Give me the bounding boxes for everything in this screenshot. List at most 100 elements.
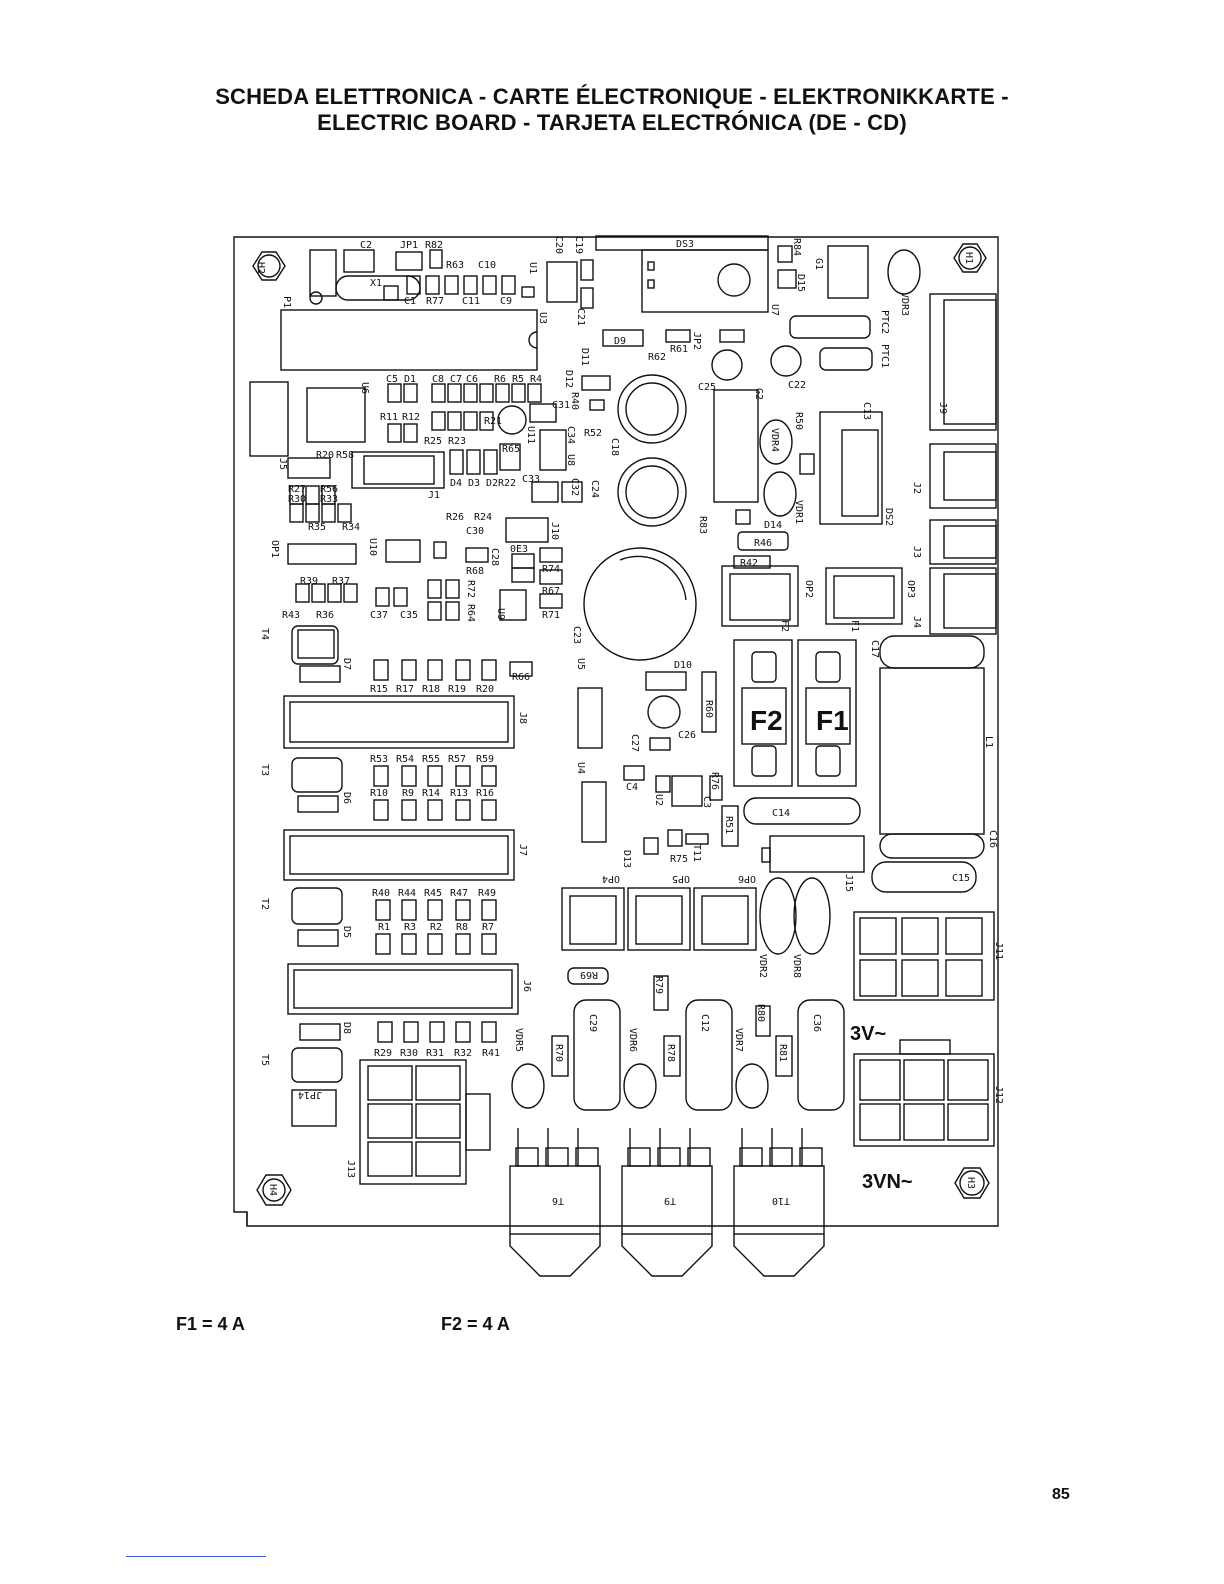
label-r70: R70 — [553, 1044, 564, 1062]
transistor-t10 — [733, 1128, 825, 1277]
label-r77: R77 — [426, 296, 444, 307]
label-r17: R17 — [396, 684, 414, 695]
label-j6: J6 — [521, 980, 532, 992]
label-r18: R18 — [422, 684, 440, 695]
label-op6: OP6 — [738, 873, 756, 884]
label-f1-small: F1 — [849, 620, 860, 632]
label-c11: C11 — [462, 296, 480, 307]
label-c19: C19 — [573, 236, 584, 254]
label-r79: R79 — [653, 976, 664, 994]
label-u2: U2 — [653, 794, 664, 806]
label-d8: D8 — [341, 1022, 352, 1034]
label-r41: R41 — [482, 1048, 500, 1059]
label-r45: R45 — [424, 888, 442, 899]
label-h1: H1 — [963, 252, 974, 264]
label-r12: R12 — [402, 412, 420, 423]
label-r51: R51 — [723, 816, 734, 834]
label-d3: D3 — [468, 478, 480, 489]
label-j10: J10 — [549, 522, 560, 540]
label-c1: C1 — [404, 296, 416, 307]
label-r82: R82 — [425, 240, 443, 251]
label-t4: T4 — [259, 628, 270, 640]
label-d7: D7 — [341, 658, 352, 670]
label-c6: C6 — [466, 374, 478, 385]
label-r53: R53 — [370, 754, 388, 765]
label-r55: R55 — [422, 754, 440, 765]
label-r23: R23 — [448, 436, 466, 447]
label-r39: R39 — [300, 576, 318, 587]
label-t10: T10 — [772, 1195, 790, 1206]
label-c21: C21 — [575, 308, 586, 326]
label-u8: U8 — [565, 454, 576, 466]
label-r4: R4 — [530, 374, 542, 385]
label-c5: C5 — [386, 374, 398, 385]
mounting-hole-h3 — [954, 1167, 990, 1199]
label-op5: OP5 — [672, 873, 690, 884]
label-r64: R64 — [465, 604, 476, 622]
label-c9: C9 — [500, 296, 512, 307]
label-r42: R42 — [740, 558, 758, 569]
label-r8: R8 — [456, 922, 468, 933]
label-p1: P1 — [281, 296, 292, 308]
label-r25: R25 — [424, 436, 442, 447]
transistor-t6 — [509, 1128, 601, 1277]
label-c20: C20 — [553, 236, 564, 254]
label-d11: D11 — [579, 348, 590, 366]
label-j9: J9 — [937, 402, 948, 414]
label-vdr2: VDR2 — [757, 954, 768, 978]
label-u1: U1 — [527, 262, 538, 274]
label-t2: T2 — [259, 898, 270, 910]
fuse-label-f1: F1 — [816, 705, 849, 736]
label-d13: D13 — [621, 850, 632, 868]
label-r29: R29 — [374, 1048, 392, 1059]
label-j13: J13 — [345, 1160, 356, 1178]
label-u3: U3 — [537, 312, 548, 324]
label-c34: C34 — [565, 426, 576, 444]
label-r83: R83 — [697, 516, 708, 534]
mounting-hole-h1 — [953, 243, 987, 273]
label-c33: C33 — [522, 474, 540, 485]
label-c31: C31 — [552, 400, 570, 411]
board-outline — [233, 236, 999, 1227]
label-ds2: DS2 — [883, 508, 894, 526]
label-x1: X1 — [370, 278, 382, 289]
label-d5: D5 — [341, 926, 352, 938]
label-h3: H3 — [965, 1177, 976, 1189]
circuit-board-diagram: H2 H1 H4 H3 C2 JP1 R82 R63 C10 X1 C1 R77… — [233, 235, 1004, 1277]
label-r60: R60 — [703, 700, 714, 718]
label-j15: J15 — [843, 874, 854, 892]
label-t11: T11 — [691, 844, 702, 862]
label-r20: R20 — [316, 450, 334, 461]
label-c12: C12 — [699, 1014, 710, 1032]
label-r65: R65 — [502, 444, 520, 455]
label-r59: R59 — [476, 754, 494, 765]
label-jp1: JP1 — [400, 240, 418, 251]
label-r22: R22 — [498, 478, 516, 489]
label-c15: C15 — [952, 873, 970, 884]
fuse-label-f2: F2 — [750, 705, 783, 736]
label-r1: R1 — [378, 922, 390, 933]
label-j3: J3 — [911, 546, 922, 558]
label-vdr3: VDR3 — [899, 292, 910, 316]
label-j8: J8 — [517, 712, 528, 724]
label-u9: U9 — [495, 608, 506, 620]
label-r19: R19 — [448, 684, 466, 695]
label-h2: H2 — [255, 262, 266, 274]
label-c32: C32 — [569, 478, 580, 496]
label-j5: J5 — [277, 458, 288, 470]
label-r16: R16 — [476, 788, 494, 799]
mounting-hole-h2 — [252, 251, 286, 281]
label-ds3: DS3 — [676, 239, 694, 250]
label-c35: C35 — [400, 610, 418, 621]
label-c16: C16 — [987, 830, 998, 848]
label-j11: J11 — [993, 942, 1004, 960]
label-d2: D2 — [486, 478, 498, 489]
label-c14: C14 — [772, 808, 790, 819]
label-vdr7: VDR7 — [733, 1028, 744, 1052]
label-r35: R35 — [308, 522, 326, 533]
label-ptc1: PTC1 — [879, 344, 890, 368]
label-vdr1: VDR1 — [793, 500, 804, 524]
label-ptc2: PTC2 — [879, 310, 890, 334]
page-number: 85 — [1052, 1486, 1070, 1503]
label-r66: R66 — [512, 672, 530, 683]
